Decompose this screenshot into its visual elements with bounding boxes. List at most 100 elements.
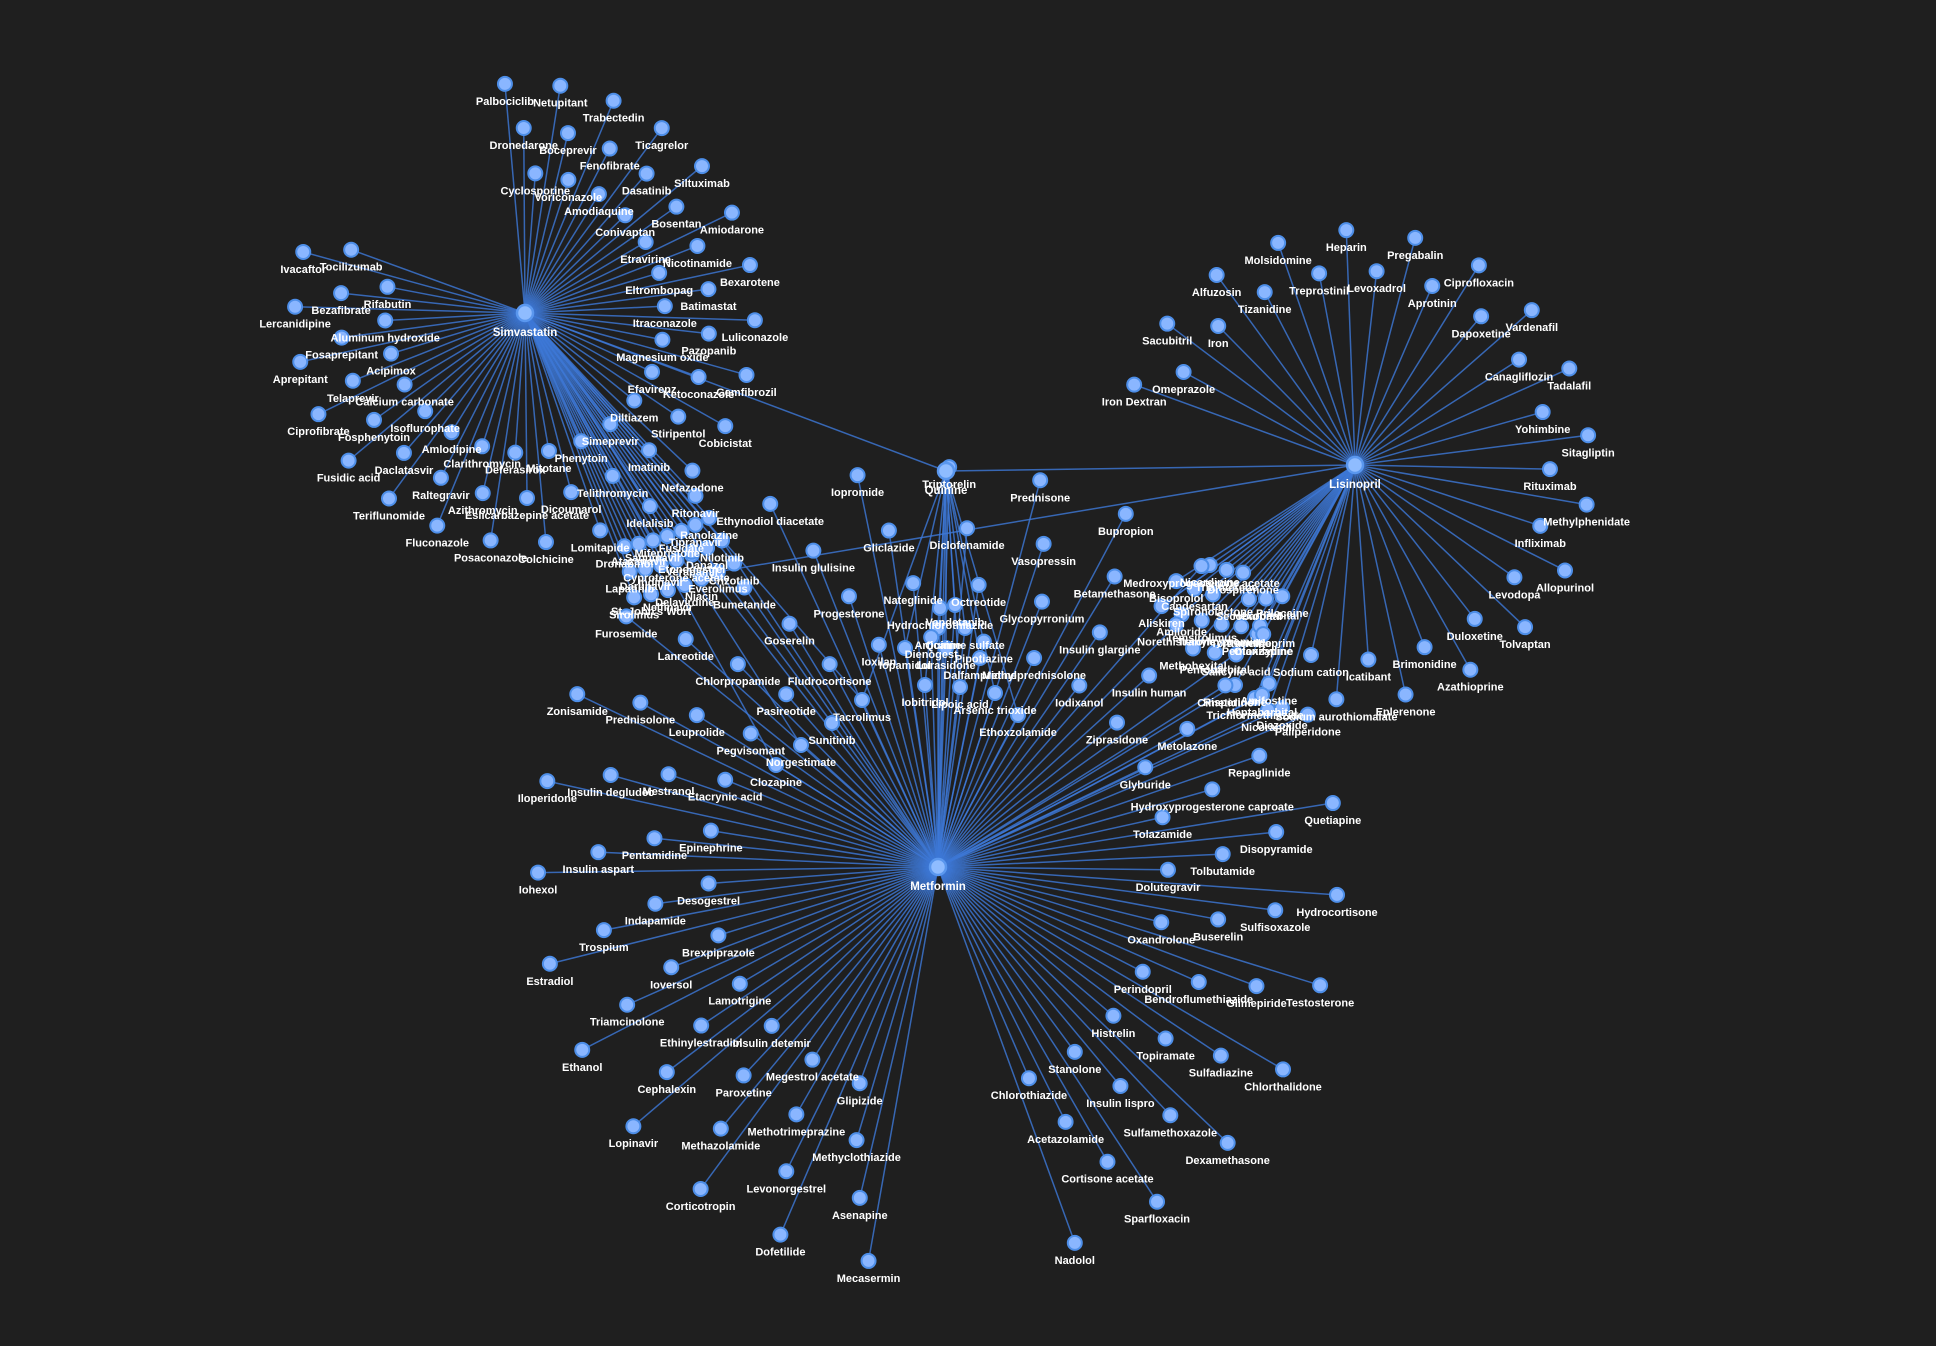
drug-node-tocilizumab[interactable]: [343, 241, 360, 258]
drug-node-eplerenone[interactable]: [1397, 686, 1414, 703]
drug-node-lurasidone[interactable]: [938, 640, 954, 656]
drug-node-diltiazem[interactable]: [626, 392, 643, 409]
drug-node-lercanidipine[interactable]: [287, 298, 304, 315]
drug-node-progesterone[interactable]: [840, 588, 857, 605]
drug-node-yohimbine[interactable]: [1534, 404, 1551, 421]
drug-node-brexpiprazole[interactable]: [710, 927, 727, 944]
drug-node-dienogest[interactable]: [923, 629, 940, 646]
drug-node-infliximab[interactable]: [1532, 517, 1549, 534]
drug-node-brimonidine[interactable]: [1416, 639, 1433, 656]
drug-node-paliperidone[interactable]: [1299, 706, 1316, 723]
drug-node-megestrol-acetate[interactable]: [804, 1051, 821, 1068]
drug-node-iopamidol[interactable]: [897, 640, 913, 656]
drug-node-tolbutamide[interactable]: [1214, 846, 1231, 863]
drug-node-desogestrel[interactable]: [700, 875, 717, 892]
drug-node-quinine-sulfate[interactable]: [957, 620, 973, 636]
drug-node-telaprevir[interactable]: [344, 372, 361, 389]
drug-node-bosentan[interactable]: [668, 198, 685, 215]
drug-node-norethisterone[interactable]: [1168, 616, 1185, 633]
drug-node-crizotinib[interactable]: [726, 555, 743, 572]
drug-node-nelfinavir[interactable]: [659, 582, 676, 599]
hub-node-quinine[interactable]: [936, 461, 956, 481]
drug-node-insulin-glargine[interactable]: [1091, 624, 1108, 641]
drug-node-sitagliptin[interactable]: [1580, 427, 1597, 444]
drug-node-glyburide[interactable]: [1137, 759, 1154, 776]
drug-node-perindopril[interactable]: [1134, 963, 1151, 980]
drug-node-lanreotide[interactable]: [677, 631, 694, 648]
drug-node-nadolol[interactable]: [1066, 1234, 1083, 1251]
drug-node-sodium-cation[interactable]: [1303, 646, 1320, 663]
drug-node-clozapine[interactable]: [768, 757, 784, 773]
drug-node-buserelin[interactable]: [1210, 911, 1227, 928]
drug-node-daclatasvir[interactable]: [395, 444, 412, 461]
drug-node-metolazone[interactable]: [1179, 720, 1196, 737]
drug-node-nicotinamide[interactable]: [689, 237, 706, 254]
drug-node-rituximab[interactable]: [1541, 461, 1558, 478]
drug-node-insulin-glulisine[interactable]: [805, 542, 822, 559]
drug-node-luliconazole[interactable]: [746, 312, 763, 329]
drug-node-heparin[interactable]: [1338, 222, 1355, 239]
drug-node-gliclazide[interactable]: [880, 522, 897, 539]
drug-node-imatinib[interactable]: [641, 442, 658, 459]
drug-node-molsidomine[interactable]: [1270, 234, 1287, 251]
drug-node-stanolone[interactable]: [1066, 1043, 1083, 1060]
drug-node-olanzapine[interactable]: [1255, 626, 1272, 643]
drug-node-cobicistat[interactable]: [717, 418, 734, 435]
drug-node-amifostine[interactable]: [1260, 675, 1277, 692]
drug-node-chlorothiazide[interactable]: [1020, 1070, 1037, 1087]
drug-node-danazol[interactable]: [699, 540, 716, 557]
drug-node-ethoxzolamide[interactable]: [1010, 707, 1026, 723]
drug-node-cyproterone-acetate[interactable]: [668, 552, 685, 569]
drug-node-diclofenamide[interactable]: [959, 520, 976, 537]
drug-node-tolvaptan[interactable]: [1517, 619, 1534, 636]
drug-node-bexarotene[interactable]: [741, 257, 758, 274]
drug-node-lapatinib[interactable]: [621, 563, 638, 580]
drug-node-azathioprine[interactable]: [1462, 661, 1479, 678]
drug-node-niacin[interactable]: [693, 570, 710, 587]
drug-node-triamterene[interactable]: [1218, 561, 1235, 578]
drug-node-pegvisomant[interactable]: [742, 725, 759, 742]
drug-node-furosemide[interactable]: [618, 608, 635, 625]
drug-node-betamethasone[interactable]: [1106, 568, 1123, 585]
drug-node-vardenafil[interactable]: [1523, 302, 1540, 319]
drug-node-rifabutin[interactable]: [379, 278, 396, 295]
drug-node-topiramate[interactable]: [1157, 1030, 1174, 1047]
drug-node-bisoprolol[interactable]: [1168, 573, 1185, 590]
drug-node-quetiapine[interactable]: [1324, 795, 1341, 812]
drug-node-dicoumarol[interactable]: [563, 484, 580, 501]
drug-node-pazopanib[interactable]: [700, 325, 717, 342]
drug-node-ciprofibrate[interactable]: [310, 406, 327, 423]
drug-node-omeprazole[interactable]: [1175, 363, 1192, 380]
drug-node-raltegravir[interactable]: [432, 469, 449, 486]
drug-node-mecasermin[interactable]: [860, 1252, 877, 1269]
drug-node-cortisone-acetate[interactable]: [1099, 1153, 1116, 1170]
drug-node-ritonavir[interactable]: [687, 487, 704, 504]
drug-node-vasopressin[interactable]: [1035, 535, 1052, 552]
drug-node-nateglinide[interactable]: [905, 575, 922, 592]
drug-node-methohexital[interactable]: [1185, 640, 1202, 657]
drug-node-indinavir[interactable]: [652, 557, 669, 574]
drug-node-hexobarbital[interactable]: [1258, 590, 1275, 607]
drug-node-sparfloxacin[interactable]: [1149, 1193, 1166, 1210]
drug-node-palbociclib[interactable]: [496, 75, 513, 92]
drug-node-sulfamethoxazole[interactable]: [1162, 1107, 1179, 1124]
drug-node-voriconazole[interactable]: [560, 171, 577, 188]
drug-node-azithromycin[interactable]: [474, 485, 491, 502]
drug-node-etravirine[interactable]: [637, 234, 654, 251]
drug-node-goserelin[interactable]: [781, 615, 798, 632]
hub-node-metformin[interactable]: [928, 857, 948, 877]
drug-node-prednisone[interactable]: [1032, 472, 1049, 489]
drug-node-prilocaine[interactable]: [1274, 588, 1291, 605]
drug-node-trospium[interactable]: [595, 922, 612, 939]
drug-node-conivaptan[interactable]: [617, 207, 634, 224]
drug-node-clarithromycin[interactable]: [474, 438, 491, 455]
drug-node-corticotropin[interactable]: [692, 1180, 709, 1197]
drug-node-glycopyrronium[interactable]: [1033, 593, 1050, 610]
drug-node-colchicine[interactable]: [537, 534, 554, 551]
drug-node-cephalexin[interactable]: [658, 1064, 675, 1081]
drug-node-lomitapide[interactable]: [592, 522, 609, 539]
drug-node-spironolactone[interactable]: [1204, 586, 1221, 603]
drug-node-salicylic-acid[interactable]: [1228, 646, 1245, 663]
drug-node-posaconazole[interactable]: [482, 532, 499, 549]
drug-node-pentamidine[interactable]: [646, 830, 663, 847]
